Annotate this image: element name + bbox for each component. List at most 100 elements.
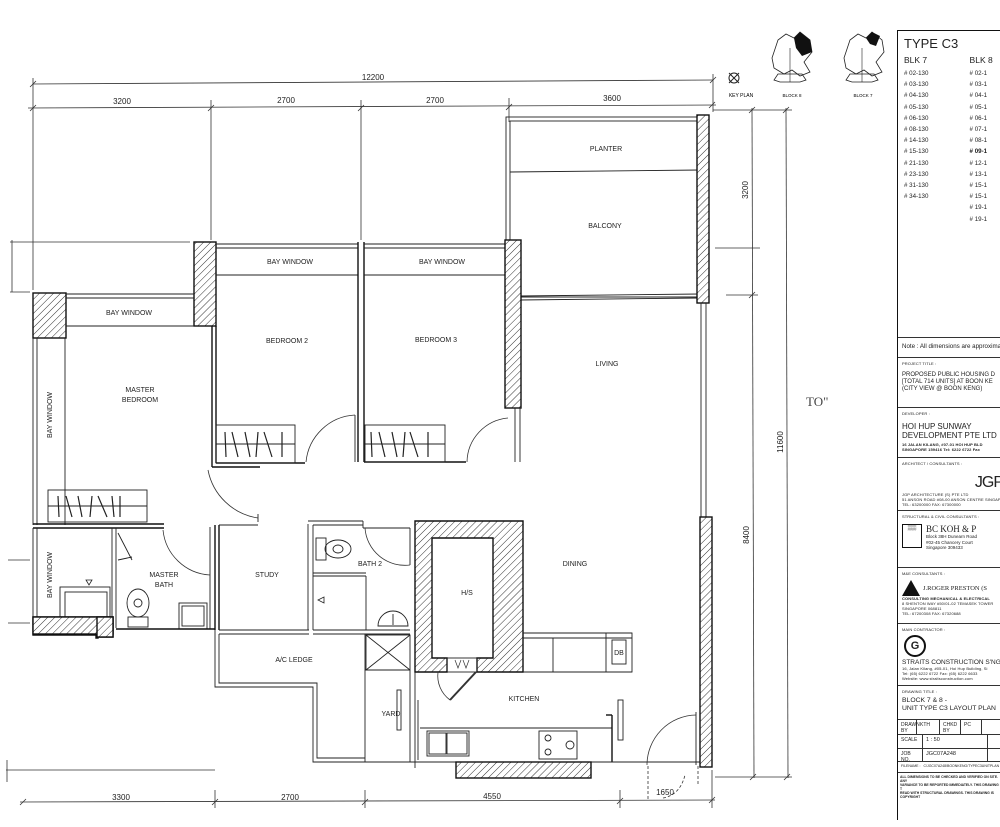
room-label-ac-ledge: A/C LEDGE [275,657,313,664]
contractor-label: MAIN CONTRACTOR : [902,627,946,632]
unit-list-item: # 05-1 [969,103,988,111]
unit-list-item: # 08-130 [904,126,929,134]
unit-list-item: # 04-130 [904,92,929,100]
contractor-address: Website: www.straitsconstruction.com [902,676,973,681]
dim-top-overall: 12200 [362,73,385,82]
job-row: JOB NO. JGC07A248 [898,749,1000,763]
room-label-bedroom2: BEDROOM 2 [266,338,308,345]
dim-top-4: 3600 [603,94,621,103]
room-label-dining: DINING [563,561,588,568]
architect-logo: JGP [974,474,1000,491]
checked-by-value: PC [961,720,982,734]
bath2-area [308,520,411,635]
unit-list-item: # 06-130 [904,114,929,122]
unit-list-item: # 09-1 [969,148,988,156]
block7-key-icon [843,31,885,83]
unit-list-item: # 34-130 [904,193,929,201]
dim-bottom-4: 1650 [656,788,674,797]
room-label-yard: YARD [382,711,401,718]
block7-label: BLOCK 7 [853,93,873,98]
dim-right-lower: 8400 [742,526,751,544]
job-no-value: JGC07A248 [923,749,988,761]
unit-type-title: TYPE C3 [904,36,959,51]
room-label-bedroom3: BEDROOM 3 [415,337,457,344]
drawing-title-line: BLOCK 7 & 8 - [902,697,947,704]
scale-label: SCALE [898,735,923,748]
dim-bottom-1: 3300 [112,793,130,802]
footer-note-line: ALL DIMENSIONS TO BE CHECKED AND VERIFIE… [900,775,999,783]
unit-list-item: # 15-1 [969,193,988,201]
architect-address: 51 ANSON ROAD #08-00 ANSON CENTRE SINGAP [902,497,1000,502]
master-bedroom-area [32,292,259,529]
bedroom2-left-wall [193,241,217,327]
straits-logo-icon: G [904,635,926,657]
unit-list-item: # 02-130 [904,70,929,77]
dim-top-2: 2700 [277,96,295,105]
handwritten-note: TO" [806,394,828,409]
unit-list-item: # 21-130 [904,159,929,167]
dim-bottom-2: 2700 [281,793,299,802]
scale-value: 1 : 50 [923,735,988,748]
structural-address: #02-45 Chancery Court [926,539,973,545]
unit-list-item: # 23-130 [904,170,929,178]
architect-address: JGP ARCHITECTURE (S) PTE LTD [902,492,969,497]
room-label-master-bedroom-1: MASTER [125,387,154,394]
key-plan-label: KEY PLAN [729,93,754,99]
balcony-right-wall [696,114,710,304]
unit-list-item: # 13-1 [969,170,988,178]
room-label-living: LIVING [596,361,619,368]
kitchen-area [365,632,712,800]
checked-by-label: CHKD BY [940,720,961,734]
unit-list-item: # 12-1 [969,159,988,167]
me-address: TEL: 67200308 FAX: 67320688 [902,611,961,616]
developer-address: 16 JALAN KILANG, #07-01 HOI HUP BLD [902,442,983,447]
me-address: SINGAPORE 068811 [902,606,942,611]
block8-key-icon [771,31,813,83]
me-address: 8 SHENTON WAY #50/01-02 TEMASEK TOWER [902,601,994,606]
room-label-planter: PLANTER [590,146,622,153]
blk8-header: BLK 8 [969,55,993,65]
unit-list-item: # 07-1 [969,126,988,134]
scale-row: SCALE 1 : 50 [898,735,1000,749]
living-right-wall [699,303,713,768]
drawn-by-label: DRAWN BY [898,720,920,734]
drawing-title-label: DRAWING TITLE : [902,689,937,694]
unit-list-item: # 05-130 [904,103,929,111]
ac-ledge-area [214,630,410,763]
master-corner-wall [32,292,67,339]
room-label-hs: H/S [461,590,473,597]
blk7-column: BLK 7 # 02-130 # 03-130 # 04-130 # 05-13… [898,55,970,225]
balcony-area [505,114,710,304]
roger-preston-logo-icon [902,580,920,596]
structural-address: Singapore 309433 [926,545,963,550]
room-label-study: STUDY [255,572,279,579]
room-label-bay-window-bedroom3: BAY WINDOW [419,259,465,266]
dim-right-overall: 11600 [776,431,785,453]
north-arrow-icon [728,72,740,84]
project-title-line: (CITY VIEW @ BOON KENG) [902,386,983,392]
drawn-by-value: KTH [917,720,940,734]
contractor-address: 16, Jalan Kilang, #05-01, Hoi Hup Buildi… [902,666,988,671]
dimension-lines [6,74,792,808]
room-label-bay-window-master: BAY WINDOW [106,310,152,317]
room-label-master-bedroom-2: BEDROOM [122,397,158,404]
developer-label: DEVELOPER : [902,411,930,416]
household-shelter [414,520,524,701]
unit-list-item: # 19-1 [969,204,988,212]
structural-name: BC KOH & P [926,524,977,534]
blk7-header: BLK 7 [904,55,928,65]
key-plan: KEY PLAN BLOCK 8 BLOCK 7 [728,31,885,99]
unit-list-item: # 08-1 [969,137,988,145]
room-label-bay-window-bedroom2: BAY WINDOW [267,259,313,266]
me-address: CONSULTING MECHANICAL & ELECTRICAL [902,596,990,601]
room-label-kitchen: KITCHEN [509,696,540,703]
bedrooms-2-3 [193,239,522,468]
architect-label: ARCHITECT / CONSULTANTS : [902,461,963,466]
room-label-bath2: BATH 2 [358,561,382,568]
room-label-bay-window-side: BAY WINDOW [47,392,54,438]
filename-value: C/JGC07A248/BOONKENG/TYPEC3UNITPLAN [923,764,1000,768]
dim-right-upper: 3200 [741,181,750,199]
architect-address: TEL: 63200000 FAX: 67300000 [902,502,961,507]
bc-koh-logo-icon: ▒▒ [902,524,922,548]
